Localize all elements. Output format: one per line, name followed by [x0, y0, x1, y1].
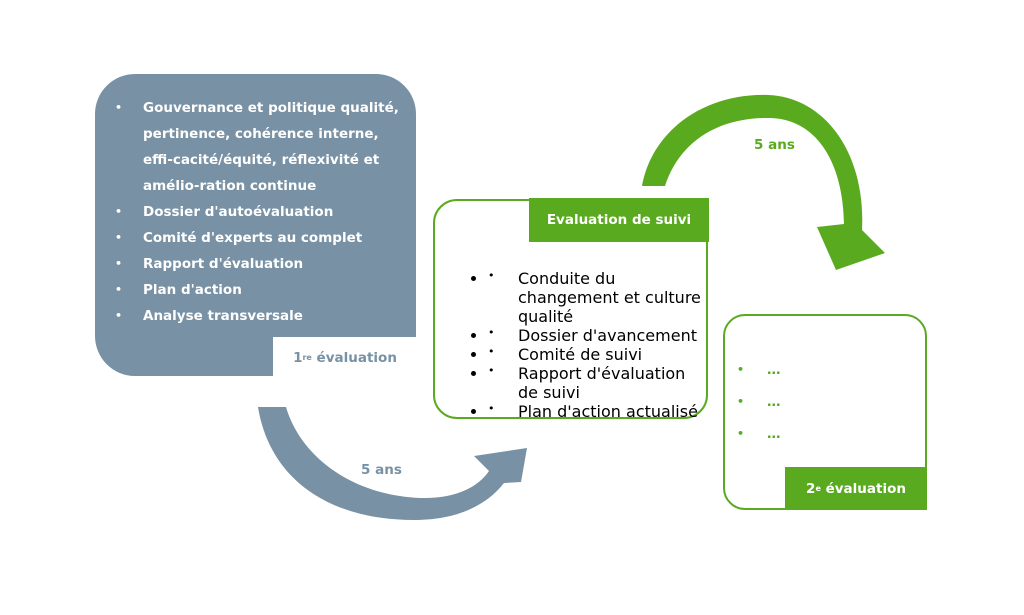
list-item: Gouvernance et politique qualité, pertin…	[115, 95, 407, 199]
arrow-follow-up-to-second	[642, 94, 885, 271]
tab-text: évaluation	[311, 349, 397, 366]
tab-text: évaluation	[820, 480, 906, 497]
list-item: …	[737, 418, 857, 450]
first-evaluation-list: Gouvernance et politique qualité, pertin…	[115, 95, 407, 329]
list-item: Analyse transversale	[115, 303, 407, 329]
list-item: …	[737, 354, 857, 386]
tab-number: 2	[806, 480, 816, 497]
top-arrow-label: 5 ans	[754, 137, 795, 153]
list-item: Plan d'action	[115, 277, 407, 303]
follow-up-evaluation-list: Conduite du changement et culture qualit…	[448, 269, 703, 421]
tab-number: 1	[293, 349, 303, 366]
list-item: Dossier d'avancement	[488, 326, 703, 345]
follow-up-evaluation-tab: Evaluation de suivi	[529, 198, 709, 242]
list-item: Conduite du changement et culture qualit…	[488, 269, 703, 326]
list-item: Comité d'experts au complet	[115, 225, 407, 251]
list-item: Rapport d'évaluation de suivi	[488, 364, 703, 402]
list-item: Rapport d'évaluation	[115, 251, 407, 277]
list-item: Dossier d'autoévaluation	[115, 199, 407, 225]
list-item: …	[737, 386, 857, 418]
list-item: Comité de suivi	[488, 345, 703, 364]
bottom-arrow-label: 5 ans	[361, 462, 402, 478]
first-evaluation-box: Gouvernance et politique qualité, pertin…	[95, 74, 416, 376]
list-item: Plan d'action actualisé	[488, 402, 703, 421]
second-evaluation-list: … … …	[737, 354, 857, 450]
arrow-first-to-follow-up	[258, 407, 527, 520]
